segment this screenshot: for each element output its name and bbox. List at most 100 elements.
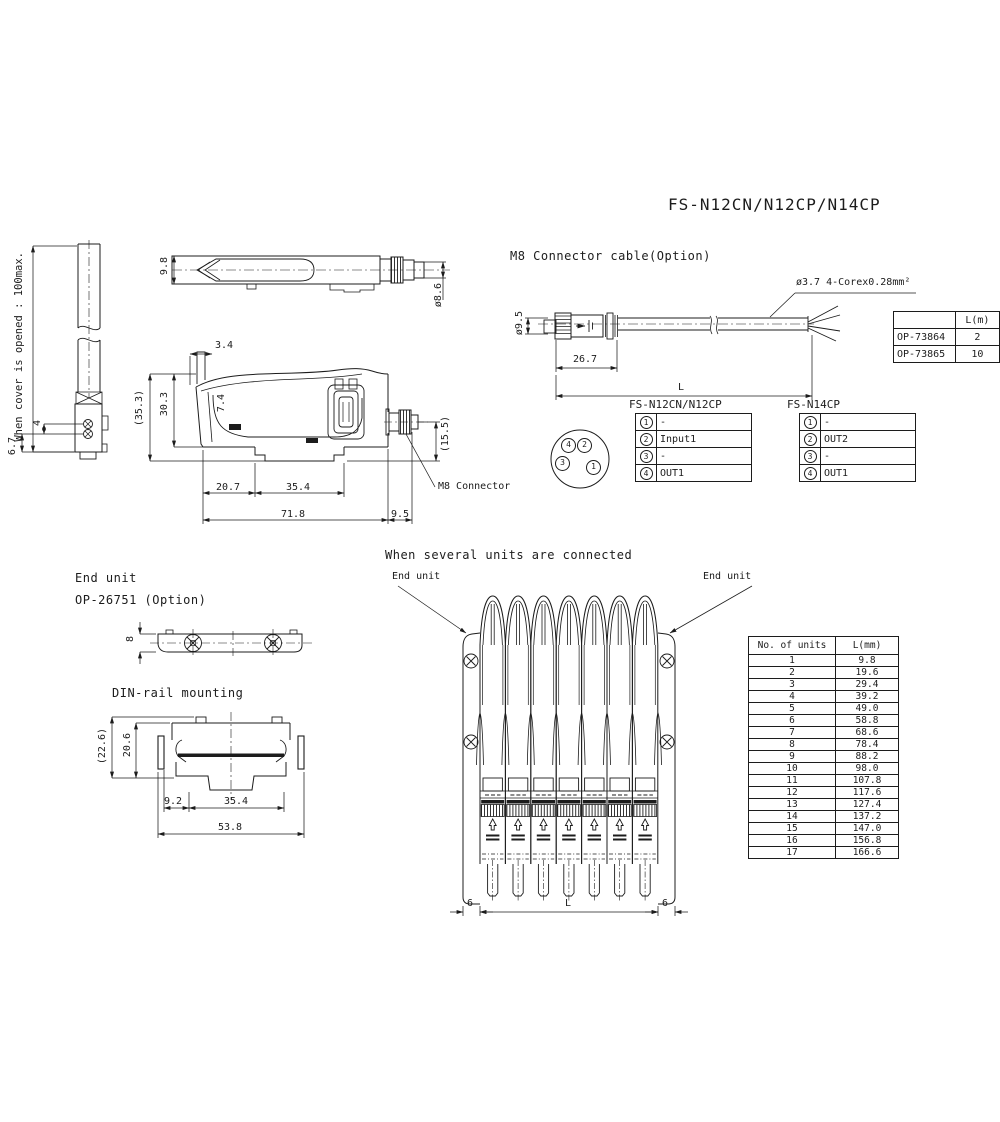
end-unit-model: OP-26751 (Option) <box>75 593 207 607</box>
length-cell: 166.6 <box>835 846 899 859</box>
din-rail-heading: DIN-rail mounting <box>112 686 244 700</box>
units-cell: 16 <box>748 834 836 847</box>
units-cell: 15 <box>748 822 836 835</box>
length-col-header: L(mm) <box>835 636 899 655</box>
dim-6-right: 6 <box>662 898 669 909</box>
end-unit-callout-left: End unit <box>392 571 441 582</box>
n14-table-title: FS-N14CP <box>787 398 840 411</box>
length-cell: 78.4 <box>835 738 899 751</box>
table-row: 9 88.2 <box>748 750 899 763</box>
model-cell: OP-73865 <box>893 345 956 363</box>
length-cell: 58.8 <box>835 714 899 727</box>
length-cell: 88.2 <box>835 750 899 763</box>
left-side-view-drawing <box>19 240 109 460</box>
table-row: 12 117.6 <box>748 786 899 799</box>
units-cell: 17 <box>748 846 836 859</box>
pin-number: 4 <box>639 466 653 480</box>
table-row: 11 107.8 <box>748 774 899 787</box>
pin-signal: - <box>820 413 916 431</box>
length-cell: 98.0 <box>835 762 899 775</box>
length-cell: 156.8 <box>835 834 899 847</box>
units-cell: 4 <box>748 690 836 703</box>
length-cell: 107.8 <box>835 774 899 787</box>
dim-35-4: 35.4 <box>286 482 311 493</box>
dim-9-2: 9.2 <box>164 796 183 807</box>
length-header-cell: L(m) <box>954 311 1000 329</box>
pin-table-row: 1 - <box>799 413 916 431</box>
table-row: OP-73865 10 <box>893 345 1000 363</box>
length-cell: 19.6 <box>835 666 899 679</box>
multi-unit-heading: When several units are connected <box>385 548 633 562</box>
connector-dia-label: ø9.5 <box>514 311 525 336</box>
units-cell: 3 <box>748 678 836 691</box>
pin-signal: OUT2 <box>820 430 916 448</box>
table-row: OP-73864 2 <box>893 328 1000 346</box>
length-cell: 29.4 <box>835 678 899 691</box>
dim-20-6: 20.6 <box>122 733 133 758</box>
length-cell: 127.4 <box>835 798 899 811</box>
length-cell: 9.8 <box>835 654 899 667</box>
units-cell: 10 <box>748 762 836 775</box>
page-title: FS-N12CN/N12CP/N14CP <box>668 195 881 214</box>
dim-6-left: 6 <box>467 898 474 909</box>
units-col-header: No. of units <box>748 636 836 655</box>
n14-pin-table: 1 - 2 OUT2 3 - 4 OUT1 <box>799 413 916 482</box>
top-view-drawing <box>171 255 450 300</box>
units-cell: 12 <box>748 786 836 799</box>
dim-dia-8-6: ø8.6 <box>433 283 444 308</box>
table-row: 14 137.2 <box>748 810 899 823</box>
pin-table-row: 2 Input1 <box>635 430 752 448</box>
length-cell: 39.2 <box>835 690 899 703</box>
table-row: 15 147.0 <box>748 822 899 835</box>
table-row: 17 166.6 <box>748 846 899 859</box>
dim-71-8: 71.8 <box>281 509 306 520</box>
cable-section-heading: M8 Connector cable(Option) <box>510 249 711 263</box>
dim-8: 8 <box>125 636 136 643</box>
pin-signal: - <box>820 447 916 465</box>
length-cell: 49.0 <box>835 702 899 715</box>
pin-signal: OUT1 <box>820 464 916 482</box>
dim-22-6: (22.6) <box>97 728 108 765</box>
table-row: 16 156.8 <box>748 834 899 847</box>
length-cell: 147.0 <box>835 822 899 835</box>
pin-number: 1 <box>639 415 653 429</box>
pin-table-row: 3 - <box>799 447 916 465</box>
dim-20-7: 20.7 <box>216 482 241 493</box>
units-cell: 8 <box>748 738 836 751</box>
units-cell: 13 <box>748 798 836 811</box>
pin-number: 2 <box>639 432 653 446</box>
units-cell: 6 <box>748 714 836 727</box>
table-row: 8 78.4 <box>748 738 899 751</box>
multi-unit-drawing <box>397 585 753 916</box>
dim-9-5: 9.5 <box>391 509 410 520</box>
pin-signal: OUT1 <box>656 464 752 482</box>
m8-connector-label: M8 Connector <box>438 481 511 492</box>
din-rail-drawing <box>109 712 305 838</box>
length-cell: 117.6 <box>835 786 899 799</box>
table-row: 5 49.0 <box>748 702 899 715</box>
cover-open-note: When cover is opened : 100max. <box>13 252 25 442</box>
units-cell: 7 <box>748 726 836 739</box>
table-row: 7 68.6 <box>748 726 899 739</box>
wire-spec-label: ø3.7 4-Corex0.28mm² <box>796 277 911 288</box>
length-cell: 68.6 <box>835 726 899 739</box>
pin-number: 2 <box>803 432 817 446</box>
table-row: 3 29.4 <box>748 678 899 691</box>
n12-table-title: FS-N12CN/N12CP <box>629 398 722 411</box>
table-row: 4 39.2 <box>748 690 899 703</box>
dim-6-7: 6.7 <box>7 437 18 456</box>
length-cell: 2 <box>954 328 1000 346</box>
units-cell: 9 <box>748 750 836 763</box>
units-length-table: No. of units L(mm) 1 9.8 2 19.6 3 29.4 4… <box>748 636 899 859</box>
pin-4-marker: 4 <box>561 438 576 453</box>
table-row: 1 9.8 <box>748 654 899 667</box>
pin-signal: Input1 <box>656 430 752 448</box>
pin-table-row: 4 OUT1 <box>799 464 916 482</box>
dim-din-35-4: 35.4 <box>224 796 249 807</box>
table-row: 13 127.4 <box>748 798 899 811</box>
table-header-row: L(m) <box>893 311 1000 329</box>
units-cell: 2 <box>748 666 836 679</box>
length-cell: 10 <box>954 345 1000 363</box>
table-row: 10 98.0 <box>748 762 899 775</box>
